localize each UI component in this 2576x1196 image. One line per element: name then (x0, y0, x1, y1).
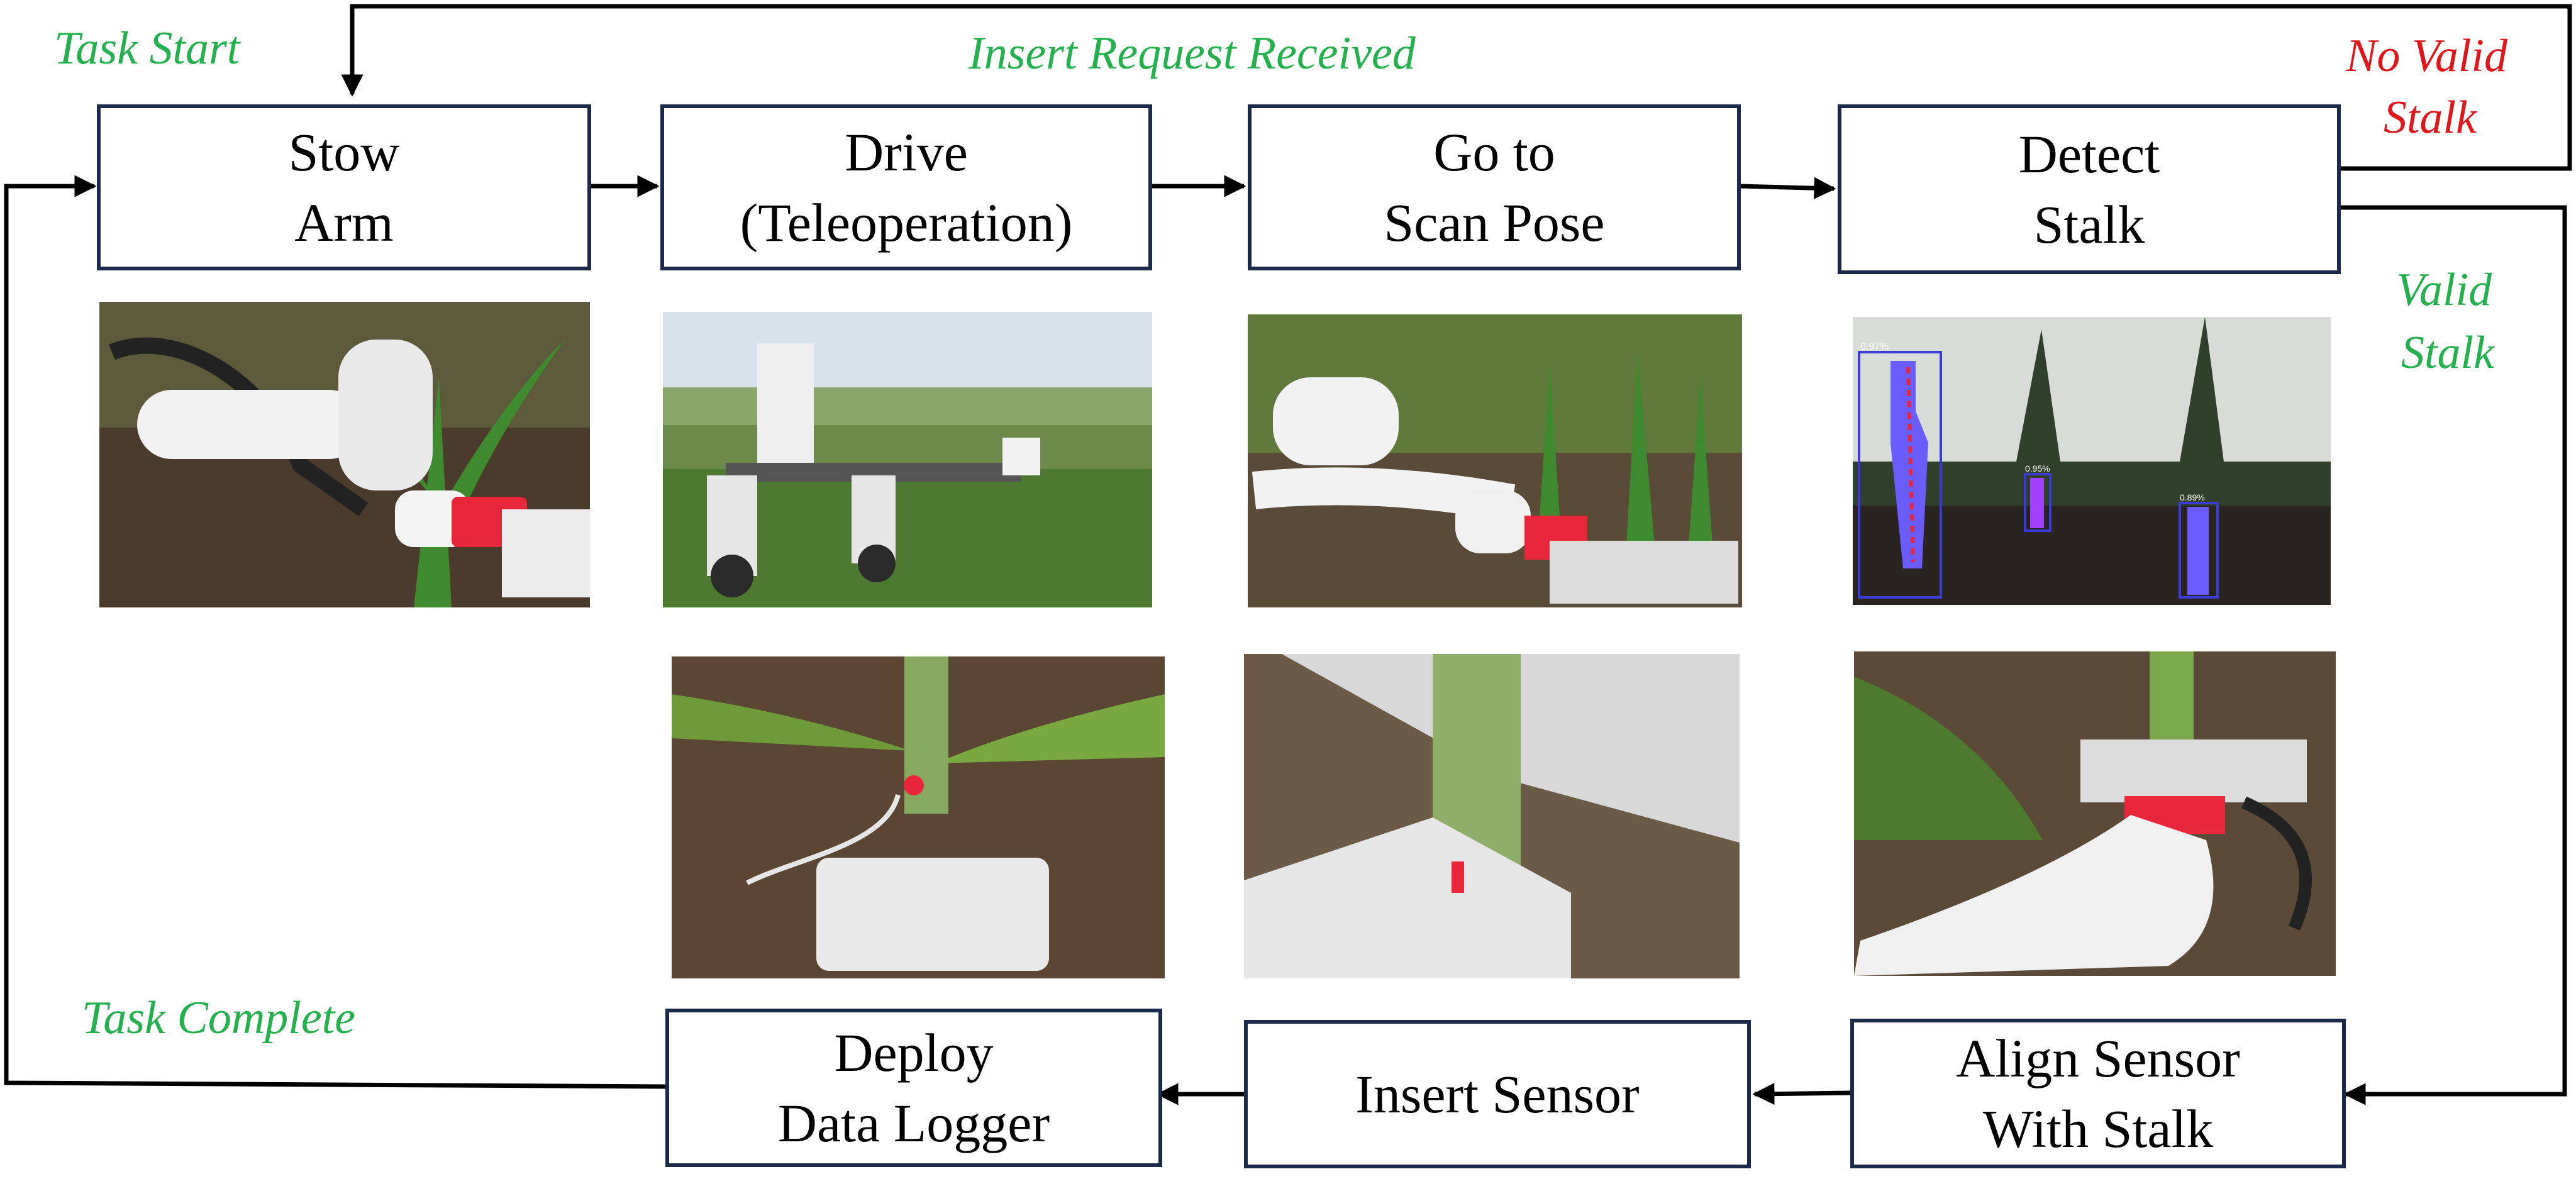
stow-arm-line2: Arm (294, 192, 394, 253)
arrow-align-to-insert (1752, 1083, 1851, 1105)
arrow-valid-to-align (2341, 205, 2567, 1105)
insert-sensor-line1: Insert Sensor (1355, 1064, 1640, 1124)
no-valid-stalk-label-line1: No Valid (2346, 30, 2507, 82)
scan-pose-photo (1248, 314, 1742, 607)
scan-pose-step: Go to Scan Pose (1248, 104, 1741, 270)
detection-score-2: 0.95% (2025, 463, 2050, 473)
insert-sensor-step: Insert Sensor (1244, 1020, 1751, 1168)
align-sensor-photo (1854, 651, 2336, 976)
arrow-no-valid-loop (341, 4, 2572, 171)
stow-arm-step: Stow Arm (97, 104, 591, 270)
align-sensor-line1: Align Sensor (1956, 1028, 2240, 1088)
task-start-label: Task Start (54, 23, 240, 74)
insert-sensor-photo (1244, 654, 1740, 978)
scan-pose-line2: Scan Pose (1384, 192, 1605, 253)
stow-arm-line1: Stow (288, 122, 400, 182)
drive-line1: Drive (845, 122, 968, 182)
detect-stalk-step: Detect Stalk (1838, 104, 2341, 274)
no-valid-stalk-label-line2: Stalk (2384, 92, 2477, 143)
insert-request-label: Insert Request Received (969, 28, 1416, 79)
detect-stalk-line1: Detect (2018, 124, 2160, 184)
arrow-scan-to-detect (1740, 177, 1836, 199)
detect-stalk-line2: Stalk (2033, 194, 2145, 255)
task-complete-label: Task Complete (82, 992, 356, 1044)
drive-photo (663, 312, 1152, 607)
align-sensor-step: Align Sensor With Stalk (1850, 1019, 2346, 1168)
align-sensor-line2: With Stalk (1982, 1099, 2214, 1159)
drive-step: Drive (Teleoperation) (660, 104, 1152, 270)
detection-score-3: 0.89% (2180, 492, 2205, 502)
stow-arm-photo (99, 302, 590, 607)
arrow-complete-loop (4, 175, 666, 1089)
detection-score-1: 0.97% (1860, 341, 1889, 352)
deploy-logger-step: Deploy Data Logger (665, 1009, 1162, 1167)
deployed-logger-photo (672, 656, 1165, 978)
valid-stalk-label-line1: Valid (2396, 264, 2492, 316)
deploy-logger-line2: Data Logger (777, 1093, 1050, 1153)
deploy-logger-line1: Deploy (834, 1022, 994, 1083)
scan-pose-line1: Go to (1433, 122, 1555, 182)
drive-line2: (Teleoperation) (740, 192, 1073, 253)
detect-stalk-photo: 0.97% 0.95% 0.89% (1853, 317, 2331, 605)
valid-stalk-label-line2: Stalk (2401, 327, 2494, 379)
